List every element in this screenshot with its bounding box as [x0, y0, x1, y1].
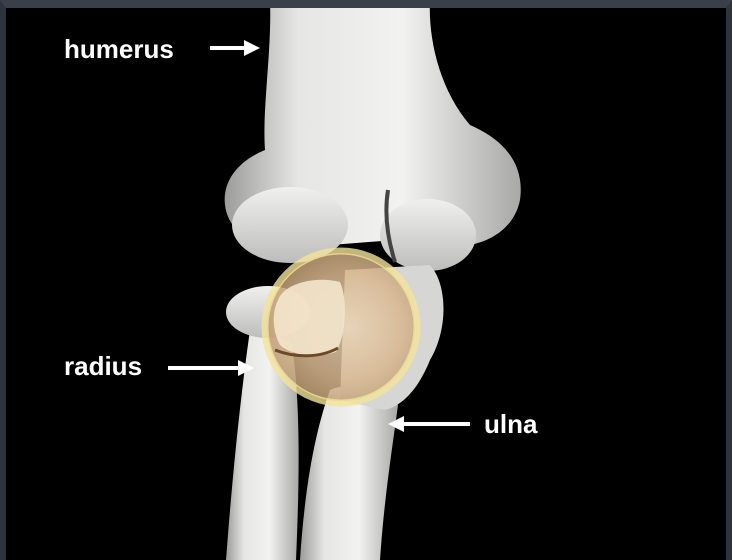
ulna-label: ulna	[484, 411, 537, 437]
ulna-arrow	[388, 416, 470, 432]
radius-arrow	[168, 360, 254, 376]
humerus-arrow	[210, 40, 260, 56]
humerus-label: humerus	[64, 36, 174, 62]
radius-label: radius	[64, 353, 142, 379]
ulna-bone	[300, 386, 398, 560]
